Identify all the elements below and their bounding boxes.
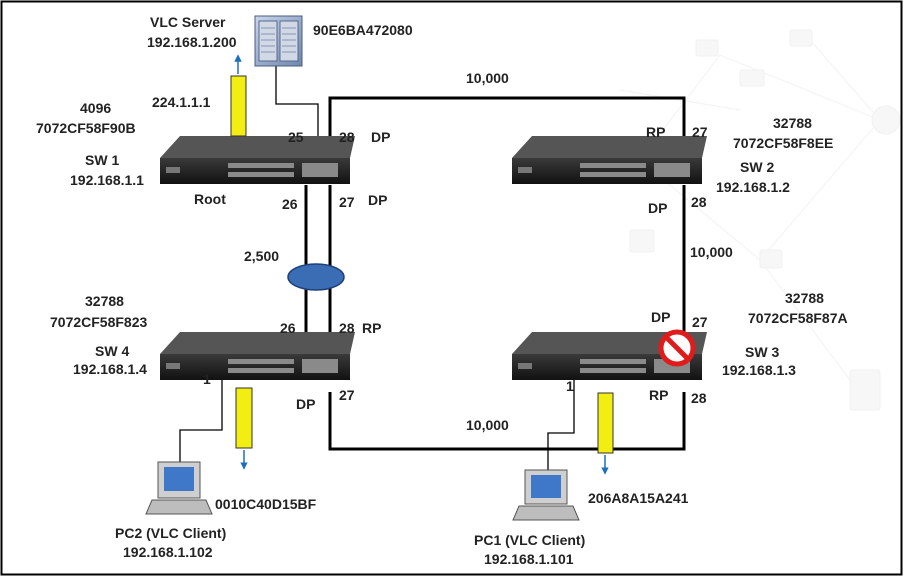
sw1-role: Root (194, 191, 226, 207)
sw4-ip: 192.168.1.4 (73, 361, 147, 377)
multicast-stream-pc1 (597, 392, 614, 475)
sw2-mac: 7072CF58F8EE (733, 135, 833, 151)
sw4-port-1: 1 (203, 371, 211, 387)
sw3-mac: 7072CF58F87A (748, 310, 848, 326)
sw1-port-28: 28 (339, 129, 355, 145)
switch-sw4-icon (160, 332, 355, 380)
link-speed-lag: 2,500 (244, 248, 279, 264)
sw4-port-27: 27 (339, 387, 355, 403)
sw1-port-25: 25 (288, 129, 304, 145)
pc1-ip: 192.168.1.101 (484, 551, 574, 567)
pc2-title: PC2 (VLC Client) (115, 525, 226, 541)
sw1-priority: 4096 (80, 100, 111, 116)
server-icon (254, 15, 303, 67)
sw1-port-27: 27 (339, 194, 355, 210)
link-speed-bottom: 10,000 (466, 417, 509, 433)
sw2-ip: 192.168.1.2 (716, 179, 790, 195)
ring-links (304, 96, 686, 451)
sw1-ip: 192.168.1.1 (70, 172, 144, 188)
pc2-icon (145, 461, 213, 515)
sw3-priority: 32788 (785, 290, 824, 306)
pc1-icon (512, 469, 580, 521)
pc2-ip: 192.168.1.102 (123, 544, 213, 560)
sw3-port-27: 27 (692, 314, 708, 330)
sw1-port-27-role: DP (368, 192, 387, 208)
sw1-port-26: 26 (282, 196, 298, 212)
multicast-stream-pc2 (235, 387, 253, 470)
pc1-title: PC1 (VLC Client) (474, 532, 585, 548)
link-aggregation-ellipse (287, 263, 345, 291)
sw2-port-27: 27 (692, 124, 708, 140)
sw4-port-26: 26 (280, 320, 296, 336)
sw2-port-27-role: RP (646, 124, 665, 140)
sw3-port-28: 28 (691, 390, 707, 406)
link-speed-right: 10,000 (690, 244, 733, 260)
link-server-sw1 (275, 64, 319, 160)
sw1-name: SW 1 (85, 152, 119, 168)
sw2-name: SW 2 (740, 159, 774, 175)
server-ip: 192.168.1.200 (147, 34, 237, 50)
link-sw3-sw4 (328, 392, 686, 451)
link-speed-top: 10,000 (466, 70, 509, 86)
sw3-name: SW 3 (745, 344, 779, 360)
sw2-port-28-role: DP (648, 200, 667, 216)
sw3-port-27-role: DP (651, 309, 670, 325)
access-links (179, 64, 575, 470)
pc2-mac: 0010C40D15BF (215, 496, 317, 512)
sw3-port-28-role: RP (649, 387, 668, 403)
pc1-mac: 206A8A15A241 (588, 490, 689, 506)
sw1-port-28-role: DP (371, 129, 390, 145)
link-sw3-pc1 (547, 368, 575, 470)
sw2-priority: 32788 (773, 115, 812, 131)
sw4-mac: 7072CF58F823 (50, 314, 148, 330)
link-sw4-pc2 (179, 368, 223, 462)
sw2-port-28: 28 (691, 194, 707, 210)
sw4-name: SW 4 (95, 343, 129, 359)
sw4-port-28: 28 (339, 320, 355, 336)
switch-sw1-icon (160, 136, 355, 184)
sw4-port-27-role: DP (296, 396, 315, 412)
multicast-group-label: 224.1.1.1 (152, 94, 211, 110)
sw1-mac: 7072CF58F90B (36, 120, 136, 136)
link-sw1-sw2 (328, 96, 686, 160)
server-mac: 90E6BA472080 (313, 22, 413, 38)
sw4-priority: 32788 (85, 293, 124, 309)
sw3-port-1: 1 (566, 378, 574, 394)
multicast-stream-up (230, 54, 247, 137)
sw3-ip: 192.168.1.3 (722, 362, 796, 378)
sw4-port-28-role: RP (362, 320, 381, 336)
switch-sw2-icon (512, 136, 707, 184)
blocked-port-icon (658, 329, 696, 367)
server-title: VLC Server (150, 14, 226, 30)
